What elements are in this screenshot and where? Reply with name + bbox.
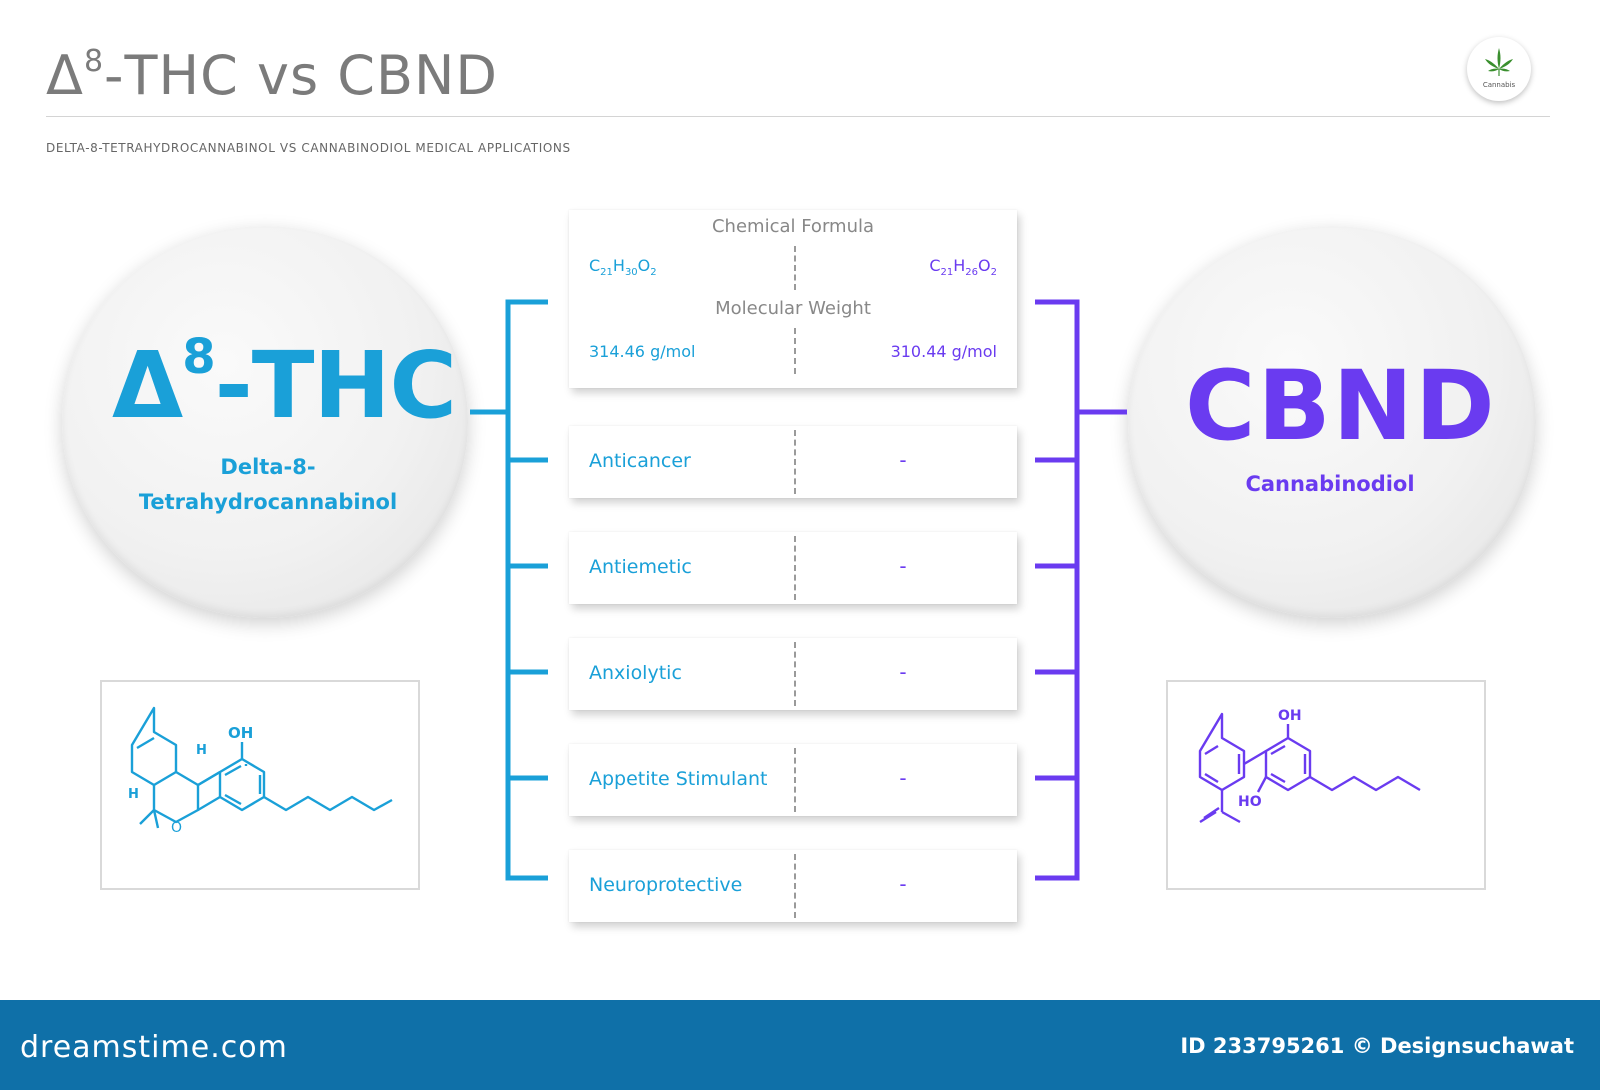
cbnd-property-value: - bbox=[899, 448, 907, 472]
header-divider bbox=[46, 116, 1550, 117]
thc-formula: C21H30O2 bbox=[589, 256, 657, 279]
cbnd-weight: 310.44 g/mol bbox=[890, 342, 997, 361]
cbnd-property-value: - bbox=[899, 872, 907, 896]
footer-logo[interactable]: dreamstime.com bbox=[20, 1030, 288, 1065]
property-label: Appetite Stimulant bbox=[589, 768, 768, 790]
cbnd-property-value: - bbox=[899, 766, 907, 790]
thc-abbrev: -THC bbox=[214, 332, 457, 439]
property-row: Antiemetic - bbox=[569, 532, 1017, 604]
title-superscript: 8 bbox=[83, 44, 105, 79]
cbnd-formula: C21H26O2 bbox=[929, 256, 997, 279]
thc-symbol: Δ8-THC bbox=[112, 329, 457, 439]
thc-bracket bbox=[470, 299, 548, 881]
title-text: -THC vs CBND bbox=[104, 44, 498, 107]
cbnd-symbol: CBND bbox=[1185, 350, 1497, 462]
row-divider bbox=[794, 748, 796, 812]
thc-o-label: O bbox=[171, 820, 182, 836]
cbnd-molecule-box: OH HO bbox=[1166, 680, 1486, 890]
cbnd-circle bbox=[1128, 226, 1536, 618]
thc-delta: Δ bbox=[112, 332, 183, 439]
cbnd-ho-bottom-label: HO bbox=[1238, 794, 1262, 810]
weight-divider bbox=[794, 328, 796, 374]
thc-h1-label: H bbox=[196, 743, 207, 758]
thc-oh-label: OH bbox=[228, 724, 253, 742]
property-row: Anticancer - bbox=[569, 426, 1017, 498]
cbnd-property-value: - bbox=[899, 660, 907, 684]
formula-weight-card: Chemical Formula C21H30O2 C21H26O2 Molec… bbox=[569, 210, 1017, 388]
cbnd-property-value: - bbox=[899, 554, 907, 578]
footer-image-id: ID 233795261 © Designsuchawat bbox=[1180, 1034, 1574, 1058]
cannabis-leaf-icon bbox=[1485, 48, 1513, 76]
cbnd-full-name: Cannabinodiol bbox=[1245, 472, 1415, 496]
thc-superscript: 8 bbox=[182, 329, 215, 386]
formula-divider bbox=[794, 246, 796, 290]
footer-bar bbox=[0, 1000, 1600, 1090]
logo-text: Cannabis bbox=[1482, 81, 1516, 89]
property-label: Antiemetic bbox=[589, 556, 692, 578]
thc-full-name: Delta-8- Tetrahydrocannabinol bbox=[88, 450, 448, 520]
property-row: Neuroprotective - bbox=[569, 850, 1017, 922]
property-label: Neuroprotective bbox=[589, 874, 743, 896]
thc-molecule-box: OH H H O bbox=[100, 680, 420, 890]
thc-weight: 314.46 g/mol bbox=[589, 342, 696, 361]
thc-name-line2: Tetrahydrocannabinol bbox=[138, 490, 398, 514]
row-divider bbox=[794, 854, 796, 918]
cbnd-oh-top-label: OH bbox=[1278, 708, 1302, 724]
thc-circle bbox=[62, 226, 468, 618]
page-title: Δ8-THC vs CBND bbox=[46, 34, 498, 108]
property-label: Anticancer bbox=[589, 450, 691, 472]
weight-header: Molecular Weight bbox=[715, 298, 871, 319]
formula-header: Chemical Formula bbox=[711, 216, 875, 237]
row-divider bbox=[794, 430, 796, 494]
title-delta: Δ bbox=[46, 44, 84, 107]
property-row: Appetite Stimulant - bbox=[569, 744, 1017, 816]
thc-name-line1: Delta-8- bbox=[220, 455, 316, 479]
cannabis-logo: Cannabis bbox=[1467, 37, 1531, 101]
page-subtitle: DELTA-8-TETRAHYDROCANNABINOL VS CANNABIN… bbox=[46, 141, 571, 155]
cbnd-bracket bbox=[1035, 299, 1127, 881]
row-divider bbox=[794, 642, 796, 706]
property-label: Anxiolytic bbox=[589, 662, 682, 684]
property-row: Anxiolytic - bbox=[569, 638, 1017, 710]
row-divider bbox=[794, 536, 796, 600]
cbnd-molecule-structure: OH HO bbox=[1198, 708, 1421, 824]
thc-molecule-structure: OH H H O bbox=[128, 706, 393, 836]
thc-h2-label: H bbox=[128, 787, 139, 802]
